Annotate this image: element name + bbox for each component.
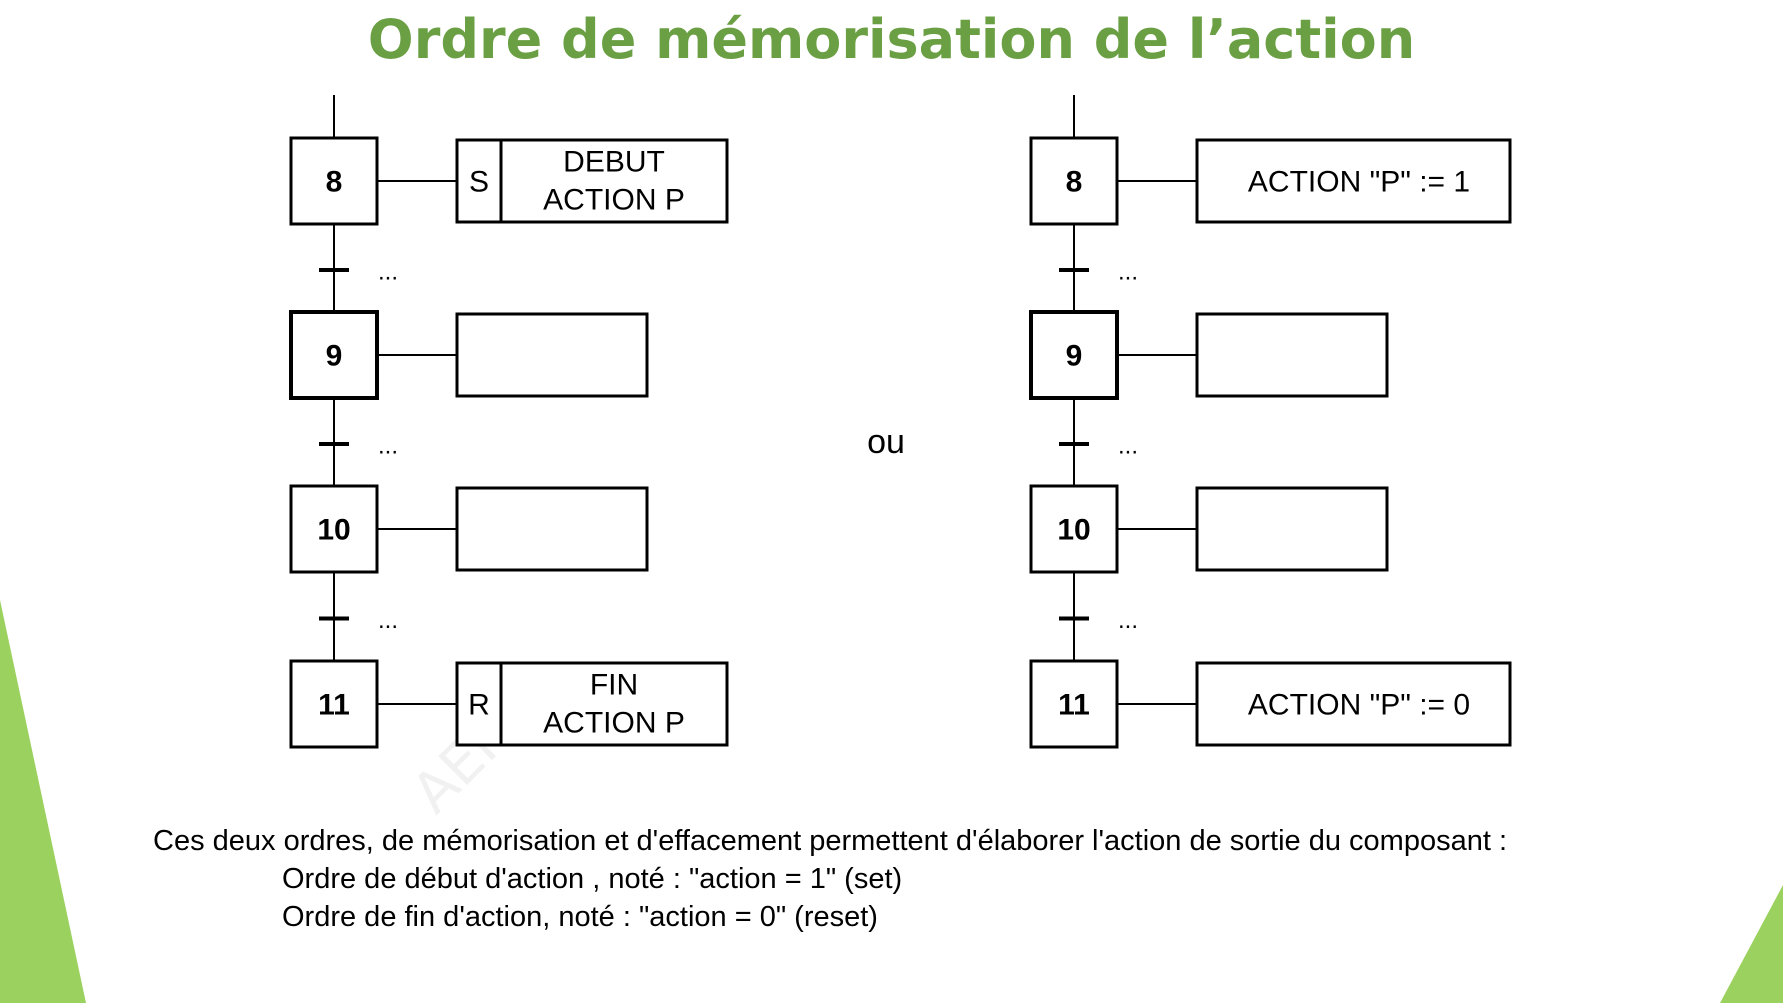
right-action-9-box — [1195, 312, 1389, 398]
left-action-8-qualifier: S — [469, 166, 489, 199]
undefined-transition-1-ellipsis: ... — [1118, 259, 1138, 286]
right-green-triangle — [1720, 885, 1783, 1003]
left-action-11-line-2: ACTION P — [543, 707, 685, 740]
right-action-8-box — [1195, 138, 1512, 224]
description-text: Ces deux ordres, de mémorisation et d'ef… — [153, 822, 1507, 936]
undefined-step-9-box — [1029, 310, 1119, 400]
undefined-step-10-label: 10 — [1057, 514, 1090, 547]
undefined-step-9-box — [289, 310, 379, 400]
undefined-transition-2-ellipsis: ... — [1118, 433, 1138, 460]
undefined-step-9-label: 9 — [1066, 340, 1083, 373]
right-action-8-text: ACTION "P" := 1 — [1248, 166, 1470, 199]
description-line-1: Ces deux ordres, de mémorisation et d'ef… — [153, 825, 1508, 857]
undefined-step-8-label: 8 — [1066, 166, 1083, 199]
undefined-step-11-box — [1029, 659, 1119, 749]
undefined-transition-3-ellipsis: ... — [1118, 607, 1138, 634]
description-line-2: Ordre de début d'action , noté : "action… — [282, 863, 903, 895]
page-title: Ordre de mémorisation de l’action — [367, 8, 1416, 71]
undefined-transition-1-ellipsis: ... — [378, 259, 398, 286]
undefined-step-8-label: 8 — [326, 166, 343, 199]
undefined-step-9-label: 9 — [326, 340, 343, 373]
undefined-step-11-box — [289, 659, 379, 749]
undefined-transition-2-ellipsis: ... — [378, 433, 398, 460]
left-action-10-box — [455, 486, 649, 572]
left-action-8-line-1: DEBUT — [563, 146, 665, 179]
undefined-transition-3-ellipsis: ... — [378, 607, 398, 634]
description-line-3: Ordre de fin d'action, noté : "action = … — [282, 901, 878, 933]
left-action-8-line-2: ACTION P — [543, 184, 685, 217]
undefined-step-11-label: 11 — [1058, 689, 1090, 722]
undefined-step-11-label: 11 — [318, 689, 350, 722]
left-action-11-line-1: FIN — [590, 669, 638, 702]
left-action-11-qualifier: R — [468, 689, 490, 722]
right-action-11-text: ACTION "P" := 0 — [1248, 689, 1470, 722]
undefined-step-10-label: 10 — [317, 514, 350, 547]
left-green-triangle — [0, 600, 86, 1003]
right-action-10-box — [1195, 486, 1389, 572]
separator-ou-label: ou — [867, 423, 905, 461]
right-action-11-box — [1195, 661, 1512, 747]
left-action-9-box — [455, 312, 649, 398]
